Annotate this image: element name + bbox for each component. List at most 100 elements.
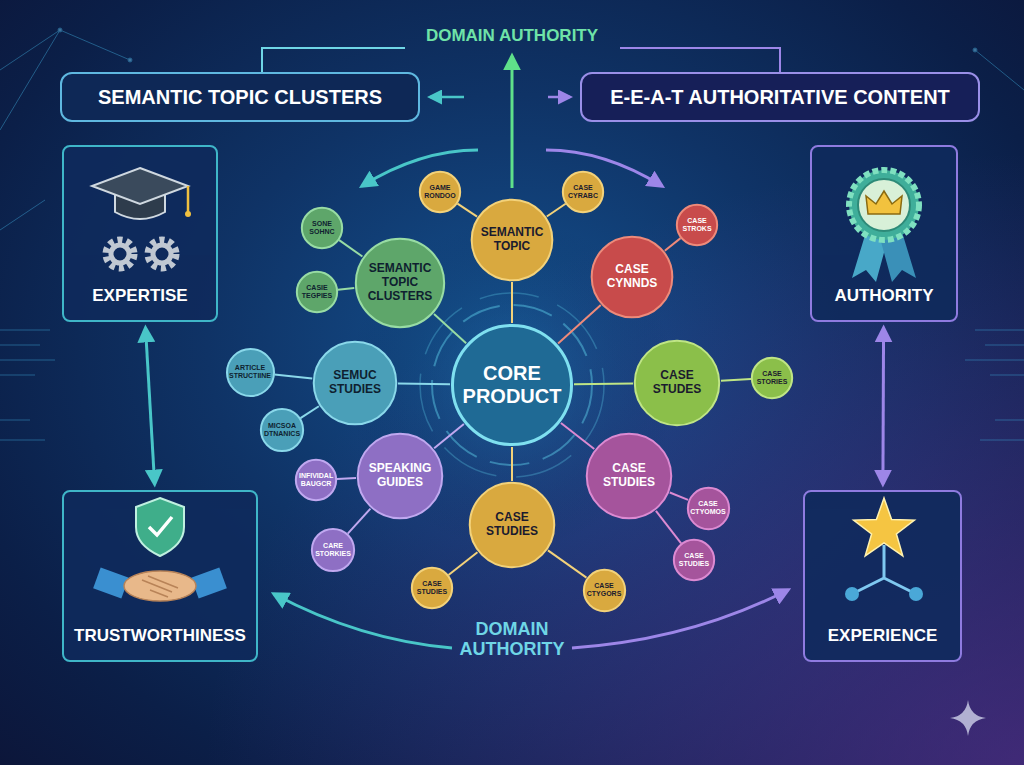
leaf-circle: CASIE TEGPIES	[296, 271, 338, 313]
box-label: E-E-A-T AUTHORITATIVE CONTENT	[610, 86, 950, 109]
node-label: CASE STUDIES	[679, 552, 709, 568]
spoke-line	[548, 550, 587, 577]
pillar-box: EXPERIENCE	[803, 490, 962, 662]
node-label: SEMANTIC TOPIC CLUSTERS	[368, 262, 433, 303]
node-label: CORE PRODUCT	[463, 362, 562, 408]
flow-arrow	[146, 328, 155, 484]
shield-handshake-icon	[93, 498, 227, 601]
node-label: CASE CYRABC	[568, 184, 598, 200]
box-fills	[62, 145, 962, 662]
circle-shape	[470, 483, 554, 567]
spoke-line	[448, 552, 477, 575]
circle-shape	[296, 460, 336, 500]
node-label: CASE STROKS	[682, 217, 711, 233]
spoke-line	[348, 509, 371, 534]
circle-shape	[356, 239, 444, 327]
pillar-box: TRUSTWORTHINESS	[62, 490, 258, 662]
leaf-circle: CASE STUDIES	[673, 539, 715, 581]
circle-shape	[226, 348, 273, 395]
spoke-line	[457, 204, 477, 217]
topic-circle: SEMUC STUDIES	[312, 340, 398, 426]
circle-shape	[297, 272, 337, 312]
node-label: INFIVIDAL BAUGCR	[299, 472, 333, 488]
graduation-cap-icon	[92, 168, 191, 219]
node-label: CASE STORIES	[757, 370, 788, 386]
node-label: SEMUC STUDIES	[329, 369, 381, 397]
spoke-line	[434, 314, 466, 343]
node-label: CASE CTYOMOS	[690, 500, 725, 516]
sparkle-mark	[950, 700, 986, 736]
spoke-line	[300, 406, 318, 418]
topic-pill: SEMANTIC TOPIC CLUSTERS	[60, 72, 420, 122]
topic-circle: SPEAKING GUIDES	[356, 432, 444, 520]
circle-shape	[452, 325, 571, 444]
node-label: CASIE TEGPIES	[302, 284, 332, 300]
node-label: MICSOA DTNANICS	[264, 422, 300, 438]
topic-circle: CASE STUDIES	[468, 481, 556, 569]
node-label: SEMANTIC TOPIC	[481, 226, 544, 254]
spoke-line	[656, 511, 681, 544]
node-label: CASE STUDES	[653, 369, 702, 397]
award-badge-icon	[849, 170, 919, 282]
topic-circle: CASE CYNNDS	[590, 235, 674, 319]
topic-circle: SEMANTIC TOPIC CLUSTERS	[354, 237, 446, 329]
pillar-box: AUTHORITY	[810, 145, 958, 322]
circle-shape	[677, 205, 717, 245]
flow-arcs	[262, 48, 788, 648]
circle-shape	[420, 172, 460, 212]
gears-icon	[106, 240, 176, 268]
spoke-line	[561, 423, 594, 449]
circle-shape	[592, 237, 673, 318]
box-label: EXPERIENCE	[828, 626, 938, 646]
box-label: TRUSTWORTHINESS	[74, 626, 246, 646]
leaf-circle: CASE CYRABC	[562, 171, 604, 213]
leaf-circle: ARTICLE STRUCTIINE	[226, 348, 275, 397]
pillar-box: EXPERTISE	[62, 145, 218, 322]
node-label: CASE STUDIES	[603, 462, 655, 490]
flow-arrow	[881, 328, 885, 484]
box-label: AUTHORITY	[834, 286, 933, 306]
network-lines	[0, 28, 1024, 440]
node-label: CASE CTYGORS	[587, 582, 622, 598]
circle-shape	[563, 172, 603, 212]
circle-shape	[687, 487, 728, 528]
leaf-circle: INFIVIDAL BAUGCR	[295, 459, 337, 501]
topic-circle: CASE STUDIES	[585, 432, 673, 520]
leaf-circle: GAME RONDOO	[419, 171, 461, 213]
circle-shape	[312, 529, 354, 571]
leaf-circle: CASE STROKS	[676, 204, 718, 246]
circle-shape	[472, 200, 553, 281]
spoke-line	[574, 383, 633, 386]
circle-shape	[412, 568, 452, 608]
spoke-line	[547, 204, 566, 217]
topic-circle: CASE STUDES	[633, 339, 721, 427]
leaf-circle: MICSOA DTNANICS	[260, 408, 304, 452]
hub-circle: CORE PRODUCT	[450, 323, 574, 447]
circle-shape	[358, 434, 442, 518]
circle-shape	[752, 358, 792, 398]
circle-shape	[587, 434, 671, 518]
node-label: CASE STUDIES	[417, 580, 447, 596]
spoke-line	[511, 447, 513, 481]
circle-shape	[635, 341, 719, 425]
spoke-line	[721, 379, 751, 381]
topic-pill: E-E-A-T AUTHORITATIVE CONTENT	[580, 72, 980, 122]
footer-label: DOMAIN AUTHORITY	[460, 620, 565, 660]
circle-shape	[674, 540, 714, 580]
heading-label: DOMAIN AUTHORITY	[426, 27, 598, 46]
node-label: CARE STORKIES	[315, 542, 351, 558]
node-label: CASE STUDIES	[486, 511, 538, 539]
leaf-circle: CASE STORIES	[751, 357, 793, 399]
leaf-circle: SONE SOHNC	[301, 207, 343, 249]
spoke-line	[665, 238, 681, 251]
leaf-circle: CASE CTYGORS	[583, 569, 626, 612]
spoke-line	[338, 288, 354, 290]
spoke-line	[558, 305, 601, 343]
box-label: SEMANTIC TOPIC CLUSTERS	[98, 86, 382, 109]
spoke-line	[337, 477, 356, 480]
circle-shape	[314, 342, 397, 425]
topic-circle: SEMANTIC TOPIC	[470, 198, 554, 282]
star-icon	[845, 498, 923, 601]
spoke-line	[511, 282, 513, 323]
